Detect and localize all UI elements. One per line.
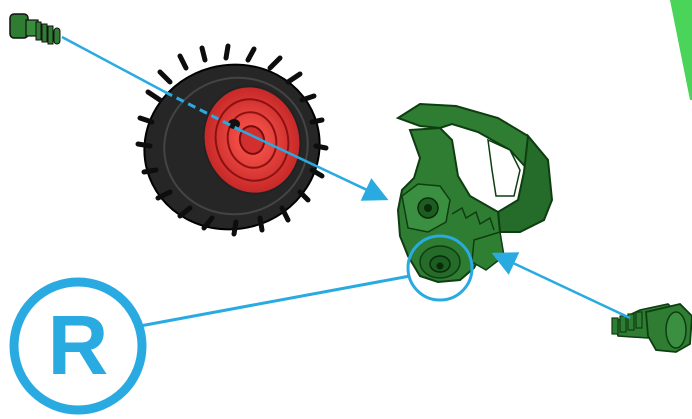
callout-badge: R: [9, 277, 147, 415]
axle-peg-part: [611, 303, 692, 353]
callout-leader-line: [139, 274, 411, 328]
steering-knuckle-part: [395, 102, 554, 284]
wheel-hub: [228, 119, 240, 129]
wheel-part: [135, 43, 329, 237]
pin-arrow-dashed: [164, 90, 241, 132]
peg-arrow-line: [491, 252, 631, 320]
pin-arrow-line: [61, 35, 166, 94]
detail-highlight-circle: [406, 234, 474, 302]
tire-tread: [135, 43, 329, 237]
pin-part: [9, 13, 61, 45]
callout-letter: R: [48, 298, 109, 392]
corner-accent: [670, 0, 692, 100]
pin-arrow-head-line: [239, 128, 389, 201]
